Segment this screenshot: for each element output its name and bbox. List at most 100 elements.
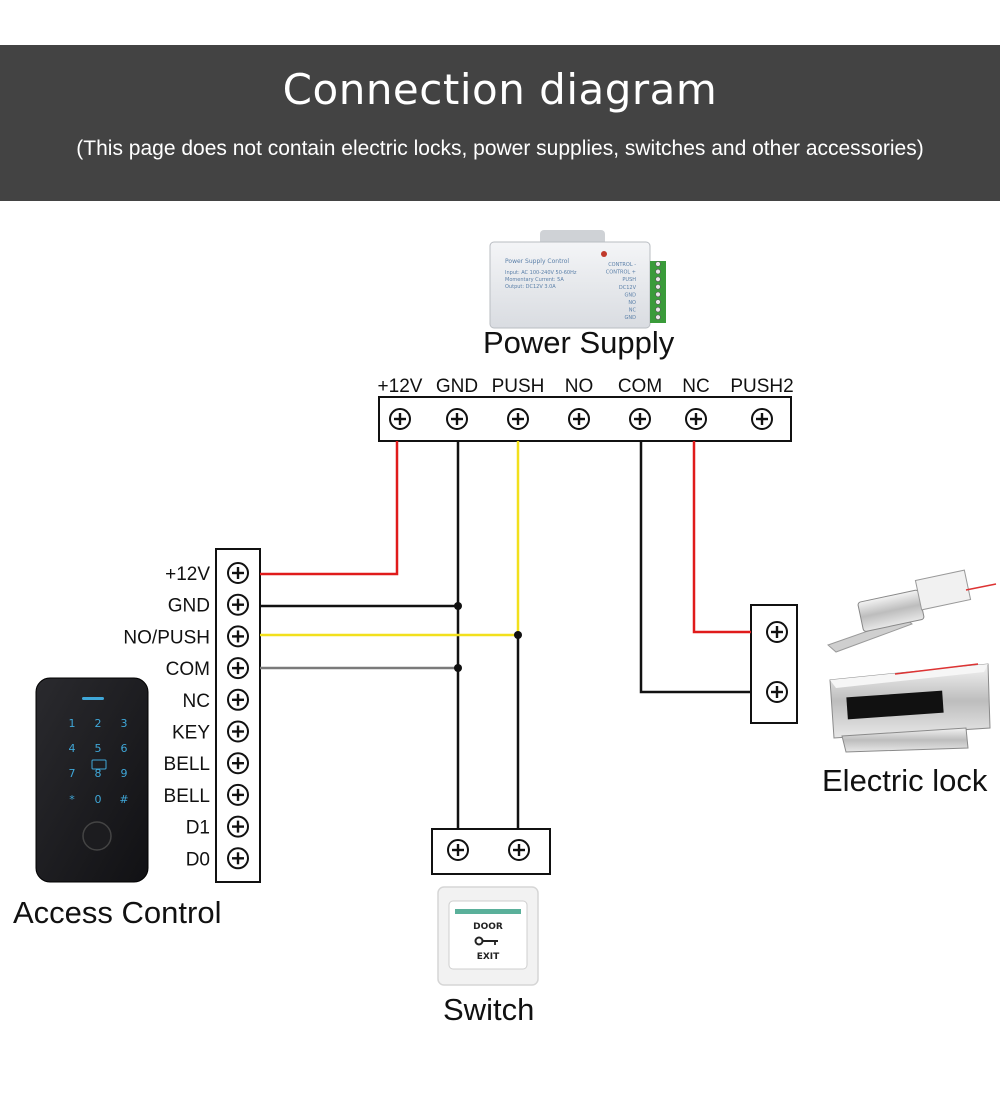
psu-print-terminal-mark-1: CONTROL + — [606, 270, 636, 276]
keypad-key-9: * — [69, 793, 75, 806]
psu-print-terminal-mark-6: NC — [629, 308, 637, 314]
ac-terminal-label-2: NO/PUSH — [123, 627, 210, 648]
page-subtitle: (This page does not contain electric loc… — [76, 137, 924, 160]
psu-print-current: Momentary Current: 5A — [505, 277, 564, 283]
psu-terminal-label-com: COM — [618, 376, 662, 397]
psu-print-input: Input: AC 100-240V 50-60Hz — [505, 270, 577, 276]
ac-terminal-screw-4 — [226, 688, 250, 711]
switch-screw-2 — [507, 838, 531, 862]
psu-green-block-screw-3 — [655, 284, 661, 290]
psu-print-terminal-mark-4: GND — [625, 292, 637, 298]
ac-terminal-screw-2 — [226, 625, 250, 648]
electric-lock-terminal-strip — [750, 604, 798, 724]
psu-print-terminal-mark-7: GND — [625, 315, 637, 321]
psu-terminal-screw-com — [628, 407, 652, 431]
keypad-key-6: 7 — [69, 767, 76, 780]
status-led-bar — [82, 697, 104, 700]
psu-green-block-screw-4 — [655, 291, 661, 298]
psu-terminal-label-gnd: GND — [436, 376, 478, 397]
key-icon — [474, 936, 498, 946]
access-control-label: Access Control — [13, 895, 221, 930]
power-supply-device: Power Supply Control Input: AC 100-240V … — [489, 230, 666, 329]
psu-print-terminal-mark-0: CONTROL - — [608, 262, 636, 268]
wire-black-com-lock — [639, 441, 751, 694]
ac-terminal-screw-3 — [226, 656, 250, 680]
junction-gnd — [454, 602, 462, 610]
ac-terminal-label-7: BELL — [164, 786, 210, 807]
psu-terminal-screw-push — [506, 407, 530, 431]
lock-screw-2 — [765, 680, 789, 704]
ac-terminal-screw-6 — [226, 752, 250, 775]
keypad-key-5: 6 — [121, 742, 128, 755]
psu-print-terminal-mark-5: NO — [628, 300, 636, 306]
keypad-key-11: # — [119, 793, 128, 806]
ac-terminal-screw-1 — [226, 593, 250, 616]
wire-red-12v — [260, 441, 399, 576]
ac-terminal-label-3: COM — [166, 659, 210, 680]
keypad-key-0: 1 — [69, 717, 76, 730]
exit-switch-device: DOOR EXIT — [437, 886, 539, 986]
switch-plate-bottom-text: EXIT — [477, 952, 500, 962]
electric-lock-label: Electric lock — [822, 763, 988, 798]
power-supply-label: Power Supply — [483, 325, 675, 360]
ac-terminal-label-5: KEY — [172, 723, 210, 744]
ac-terminal-screw-7 — [226, 783, 250, 807]
psu-green-block-screw-5 — [655, 299, 661, 305]
ac-terminal-label-6: BELL — [164, 754, 210, 775]
psu-print-title: Power Supply Control — [505, 258, 569, 265]
junction-push — [514, 631, 522, 639]
ac-terminal-label-8: D1 — [186, 818, 210, 839]
switch-plate-top-text: DOOR — [473, 922, 503, 932]
fingerprint-sensor — [82, 821, 112, 851]
junction-com — [454, 664, 462, 672]
page-title: Connection diagram — [282, 65, 718, 114]
ac-terminal-label-9: D0 — [186, 849, 210, 870]
card-reader-icon — [91, 759, 107, 770]
keypad-key-8: 9 — [121, 767, 128, 780]
header-banner: Connection diagram (This page does not c… — [0, 45, 1000, 201]
psu-green-block-screw-1 — [655, 268, 661, 275]
switch-screw-1 — [446, 838, 470, 862]
magnetic-lock — [829, 663, 991, 739]
psu-terminal-label-no: NO — [565, 376, 594, 397]
psu-terminal-screw-12v — [388, 407, 412, 431]
ac-terminal-screw-5 — [226, 720, 250, 743]
bolt-lock — [827, 569, 997, 653]
ac-terminal-screw-0 — [226, 561, 250, 585]
ac-terminal-label-1: GND — [168, 596, 210, 617]
keypad-key-3: 4 — [69, 742, 76, 755]
psu-green-block-screw-0 — [655, 261, 661, 267]
wire-red-nc-lock — [692, 441, 751, 634]
psu-print-output: Output: DC12V 3.0A — [505, 284, 556, 290]
keypad-key-1: 2 — [95, 717, 102, 730]
psu-green-block-screw-2 — [655, 276, 661, 282]
ac-terminal-screw-8 — [226, 815, 250, 838]
psu-green-block-screw-7 — [655, 314, 661, 320]
psu-print-terminal-mark-2: PUSH — [622, 277, 636, 283]
psu-terminal-label-push2: PUSH2 — [730, 376, 793, 397]
psu-terminal-label-12v: +12V — [378, 376, 423, 397]
psu-terminal-screw-push2 — [750, 407, 774, 431]
ac-terminal-screw-9 — [226, 847, 250, 870]
keypad-key-4: 5 — [95, 742, 102, 755]
ac-terminal-label-0: +12V — [165, 564, 210, 585]
psu-green-block-screw-6 — [655, 306, 661, 313]
lock-screw-1 — [765, 620, 789, 644]
switch-green-strip — [455, 909, 521, 914]
ac-terminal-label-4: NC — [183, 691, 210, 712]
electric-lock-devices — [827, 569, 997, 753]
access-control-keypad: 1 2 3 4 5 6 7 8 9 * 0 # — [35, 677, 149, 883]
keypad-key-10: 0 — [95, 793, 102, 806]
switch-label: Switch — [443, 992, 534, 1027]
wire-black-gnd — [260, 441, 460, 608]
magnetic-armature-plate — [841, 727, 969, 753]
psu-terminal-screw-no — [567, 407, 591, 431]
psu-terminal-screw-nc — [684, 407, 708, 431]
keypad-key-7: 8 — [95, 767, 102, 780]
psu-print-terminal-mark-3: DC12V — [619, 285, 637, 291]
wires — [260, 441, 751, 829]
psu-terminal-label-nc: NC — [682, 376, 709, 397]
power-led — [601, 251, 607, 257]
keypad-key-2: 3 — [121, 717, 128, 730]
